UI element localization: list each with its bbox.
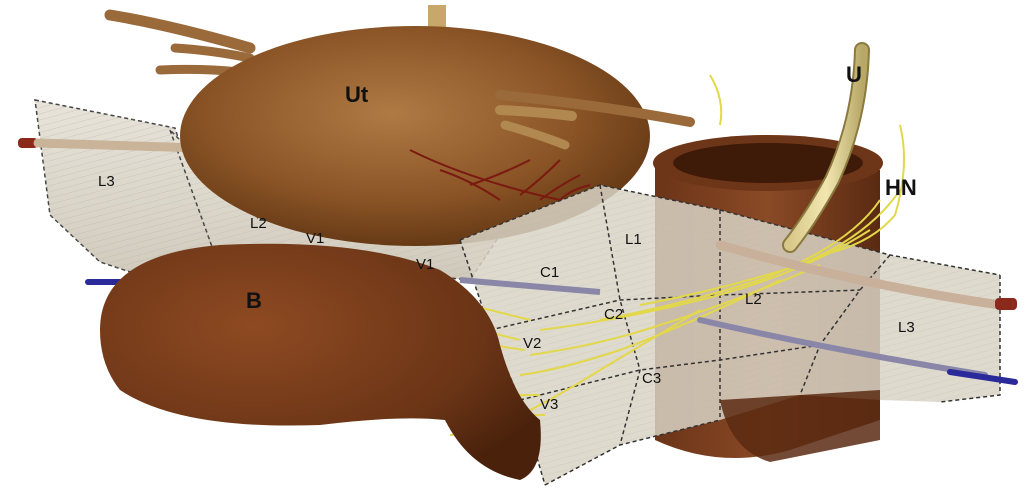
zone-c3: C3 — [642, 370, 661, 387]
hypogastric-nerve-label: HN — [885, 175, 917, 200]
ureter-label: U — [846, 62, 862, 87]
zone-l1: L1 — [625, 231, 642, 248]
zone-l2: L2 — [745, 291, 762, 308]
zone-left-l3: L3 — [98, 173, 115, 190]
zone-left-l2: L2 — [250, 215, 267, 232]
zone-v3: V3 — [540, 396, 558, 413]
uterus-label: Ut — [345, 82, 369, 107]
bladder-label: B — [246, 288, 262, 313]
zone-c1: C1 — [540, 264, 559, 281]
zone-v1: V1 — [416, 256, 434, 273]
zone-c2: C2 — [604, 306, 623, 323]
zone-v2: V2 — [523, 335, 541, 352]
zone-l3: L3 — [898, 319, 915, 336]
zone-left-v1: V1 — [306, 230, 324, 247]
